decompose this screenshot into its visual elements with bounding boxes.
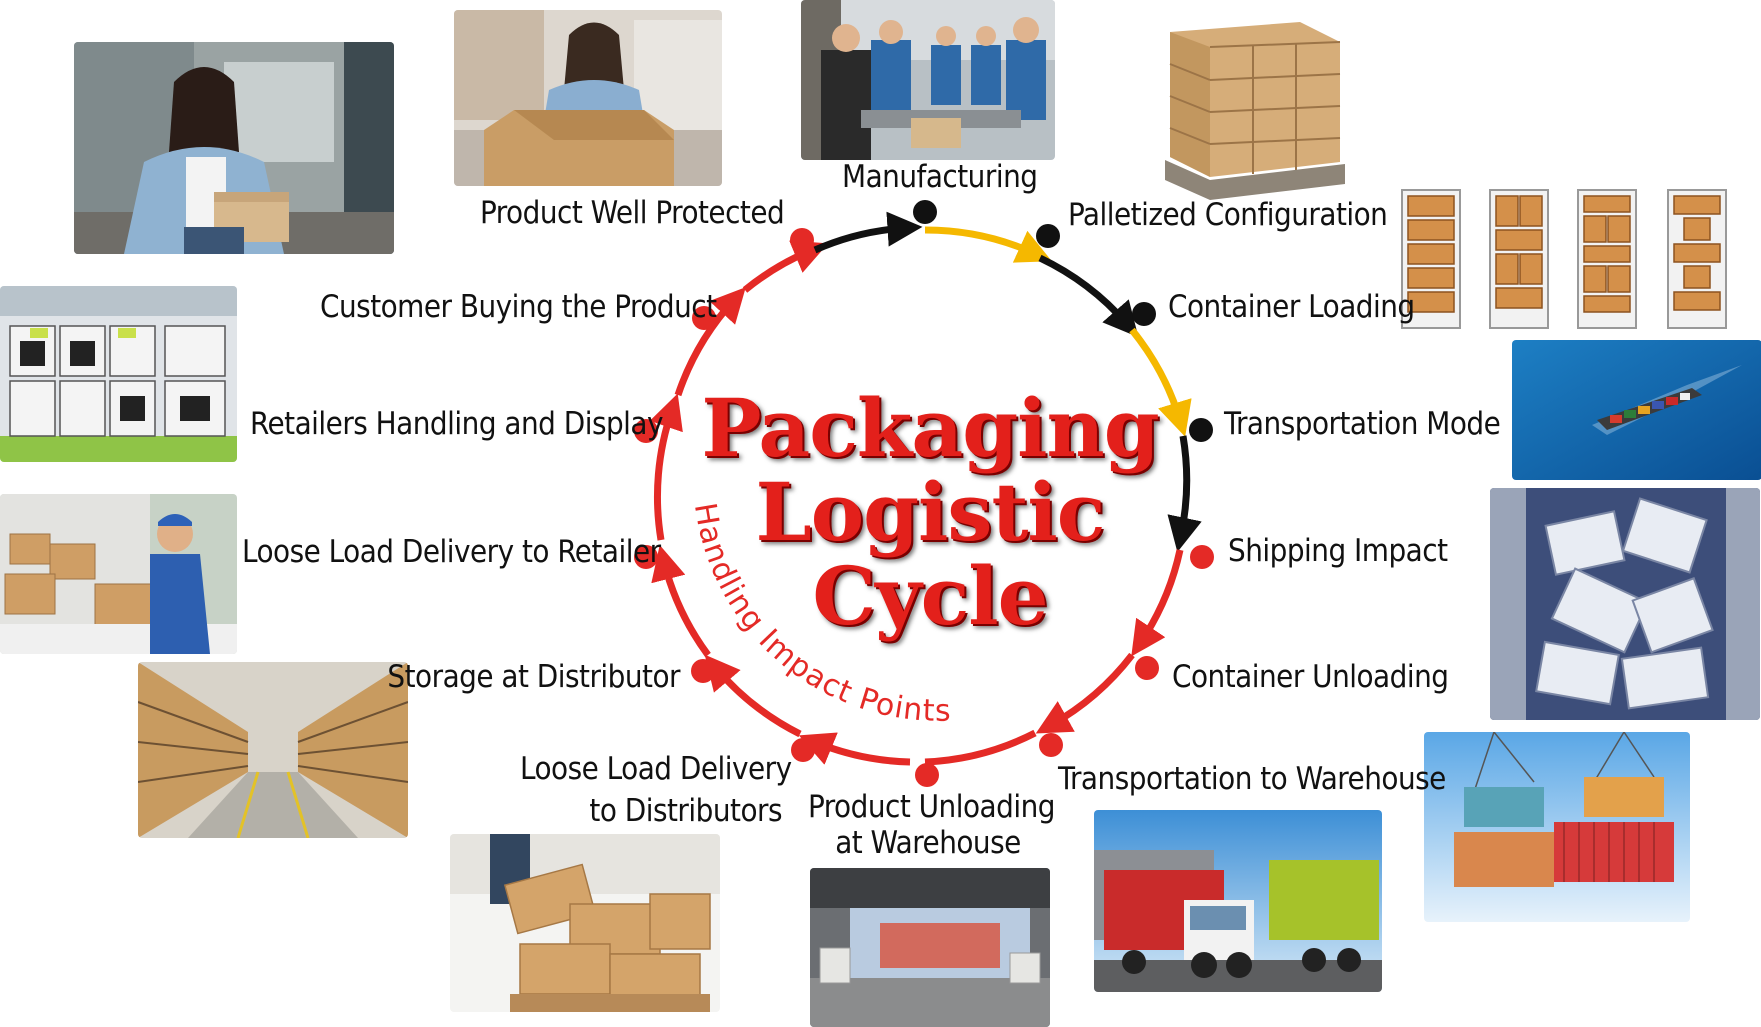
dot-loose-load-distributors	[791, 738, 815, 762]
title-line3: Cycle	[812, 549, 1048, 643]
dot-container-unloading	[1135, 656, 1159, 680]
palletized-boxes-photo	[1150, 12, 1350, 202]
label-product-well-protected: Product Well Protected	[480, 195, 785, 231]
dot-manufacturing	[913, 200, 937, 224]
arrow-storage-to-retailer	[704, 654, 802, 738]
label-transportation-to-warehouse: Transportation to Warehouse	[1058, 761, 1446, 797]
label-transportation-mode: Transportation Mode	[1224, 406, 1501, 442]
label-storage-at-distributor: Storage at Distributor	[387, 659, 680, 695]
label-retailers-handling: Retailers Handling and Display	[250, 406, 664, 442]
retail-display-photo	[0, 286, 237, 462]
dot-shipping-impact	[1190, 545, 1214, 569]
dot-product-unloading	[915, 763, 939, 787]
label-product-unloading-line2: at Warehouse	[835, 824, 1021, 861]
dot-palletized-configuration	[1036, 224, 1060, 248]
woman-opening-parcel-photo	[454, 10, 722, 186]
boxes-on-pallet-photo	[450, 834, 720, 1012]
container-ship-photo	[1512, 340, 1761, 480]
label-manufacturing: Manufacturing	[842, 159, 1038, 195]
label-palletized-configuration: Palletized Configuration	[1068, 197, 1388, 233]
dot-container-loading	[1132, 302, 1156, 326]
arrow-manufacturing-to-pallet	[924, 226, 1052, 263]
pallet-patterns-photo	[1400, 188, 1730, 330]
arrow-to-manufacturing-black	[813, 211, 923, 254]
arrow-protected-to-manufacturing	[742, 240, 829, 293]
title-line2: Logistic	[755, 465, 1105, 559]
lifted-containers-photo	[1424, 732, 1690, 922]
woman-holding-box-photo	[74, 42, 394, 254]
dot-retailers-handling	[634, 419, 658, 443]
dot-transportation-to-warehouse	[1039, 733, 1063, 757]
dot-product-well-protected	[790, 228, 814, 252]
warehouse-dock-photo	[810, 868, 1050, 1027]
label-loose-load-distributors-line2: to Distributors	[589, 792, 782, 829]
label-loose-load-retailer: Loose Load Delivery to Retailer	[242, 534, 661, 570]
label-container-loading: Container Loading	[1168, 289, 1415, 325]
container-trucks-photo	[1094, 810, 1382, 992]
label-product-unloading: Product Unloading at Warehouse	[808, 789, 1055, 861]
label-container-unloading: Container Unloading	[1172, 659, 1449, 695]
arrow-pallet-to-container	[1038, 254, 1139, 338]
delivery-man-photo	[0, 494, 237, 654]
dot-loose-load-retailer	[634, 545, 658, 569]
label-product-unloading-line1: Product Unloading	[808, 789, 1055, 825]
arrow-warehouse-to-distributors	[924, 729, 1037, 766]
factory-workers-photo	[801, 0, 1055, 160]
label-shipping-impact: Shipping Impact	[1228, 533, 1448, 569]
collapsed-cargo-photo	[1490, 488, 1760, 720]
dot-transportation-mode	[1189, 418, 1213, 442]
arrow-distributors-to-storage	[798, 732, 911, 766]
label-loose-load-distributors-line1: Loose Load Delivery	[520, 751, 792, 787]
dot-customer-buying	[692, 306, 716, 330]
dot-storage-at-distributor	[691, 659, 715, 683]
warehouse-aisle-photo	[138, 662, 408, 838]
label-customer-buying: Customer Buying the Product	[320, 289, 717, 325]
label-loose-load-distributors: Loose Load Delivery to Distributors	[520, 751, 792, 829]
title-line1: Packaging	[701, 381, 1159, 475]
arrow-unloading-to-warehouse	[1035, 652, 1135, 734]
